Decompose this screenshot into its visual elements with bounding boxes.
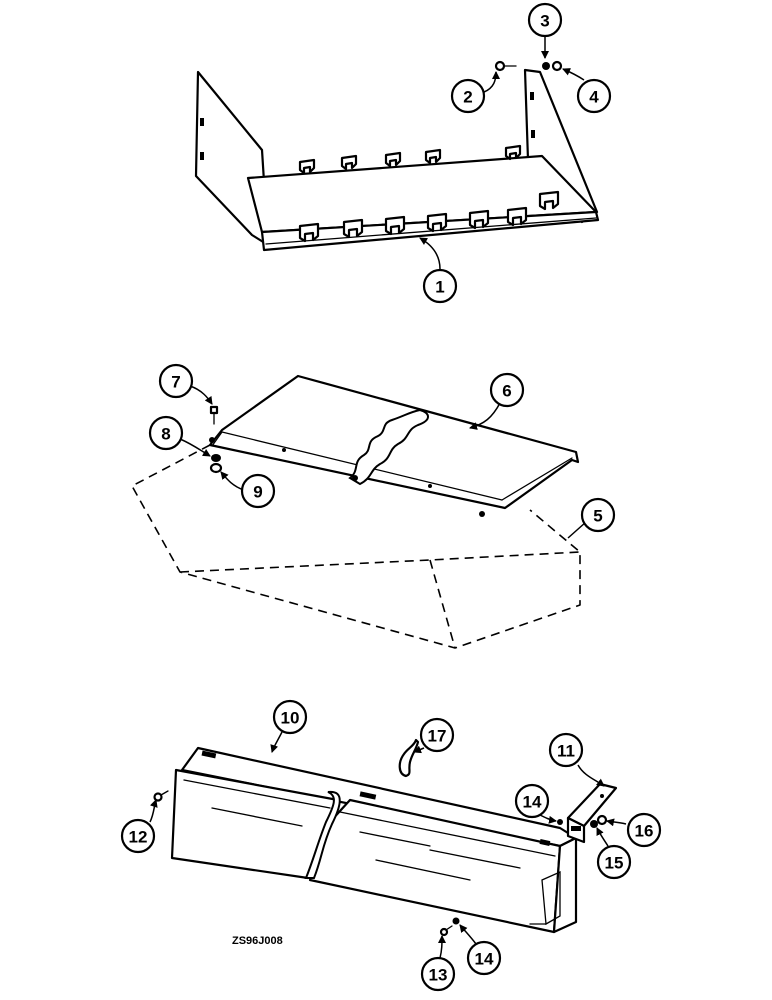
- nut-4: [551, 60, 563, 72]
- svg-text:4: 4: [589, 88, 599, 107]
- svg-text:9: 9: [253, 483, 262, 502]
- svg-text:14: 14: [523, 793, 542, 812]
- callout-14-bottom: 14: [466, 940, 502, 976]
- svg-text:6: 6: [502, 382, 511, 401]
- strap-17: [398, 738, 420, 778]
- bolt-7: [209, 405, 219, 425]
- svg-text:7: 7: [171, 373, 180, 392]
- washer-15: [590, 820, 598, 828]
- svg-text:5: 5: [593, 507, 602, 526]
- nut-16: [596, 814, 608, 826]
- callout-5: 5: [580, 497, 616, 533]
- bracket-11: [566, 782, 618, 844]
- callout-9: 9: [240, 473, 276, 509]
- callout-16: 16: [626, 812, 662, 848]
- svg-text:1: 1: [435, 278, 444, 297]
- svg-text:17: 17: [428, 727, 447, 746]
- washer-8: [211, 454, 221, 462]
- callout-6: 6: [489, 372, 525, 408]
- tray-assembly: [194, 60, 600, 252]
- svg-text:16: 16: [635, 822, 654, 841]
- svg-text:2: 2: [463, 88, 472, 107]
- svg-text:10: 10: [281, 709, 300, 728]
- callout-1: 1: [422, 268, 458, 304]
- callout-2: 2: [450, 78, 486, 114]
- nut-9: [209, 462, 223, 474]
- callout-10: 10: [272, 699, 308, 735]
- callout-8: 8: [148, 415, 184, 451]
- svg-text:8: 8: [161, 425, 170, 444]
- callout-11: 11: [548, 732, 584, 768]
- callouts: 1 2 3 4 5 6 7 8 9 10 11 12 13 14 14 15 1…: [120, 2, 662, 992]
- bolt-2: [494, 60, 517, 72]
- callout-12: 12: [120, 818, 156, 854]
- svg-text:15: 15: [605, 854, 624, 873]
- svg-text:14: 14: [475, 950, 494, 969]
- callout-14-top: 14: [514, 783, 550, 819]
- tray-clips-rear: [298, 144, 522, 175]
- svg-text:3: 3: [540, 12, 549, 31]
- callout-15: 15: [596, 844, 632, 880]
- washer-14-bottom: [452, 917, 460, 925]
- svg-text:13: 13: [429, 966, 448, 985]
- callout-3: 3: [527, 2, 563, 38]
- callout-17: 17: [419, 717, 455, 753]
- svg-text:12: 12: [129, 828, 148, 847]
- trough-assembly: [153, 738, 618, 937]
- bolt-12: [153, 790, 169, 802]
- washer-3: [542, 62, 550, 70]
- figure-code: ZS96J008: [232, 935, 283, 947]
- bolt-13: [439, 925, 453, 937]
- box-outline-5: [131, 444, 581, 649]
- cover-assembly: [131, 374, 581, 649]
- svg-text:11: 11: [557, 742, 575, 761]
- washer-14-top: [557, 819, 563, 825]
- callout-7: 7: [158, 363, 194, 399]
- tray-clips-front: [298, 190, 560, 243]
- callout-4: 4: [576, 78, 612, 114]
- callout-13: 13: [420, 956, 456, 992]
